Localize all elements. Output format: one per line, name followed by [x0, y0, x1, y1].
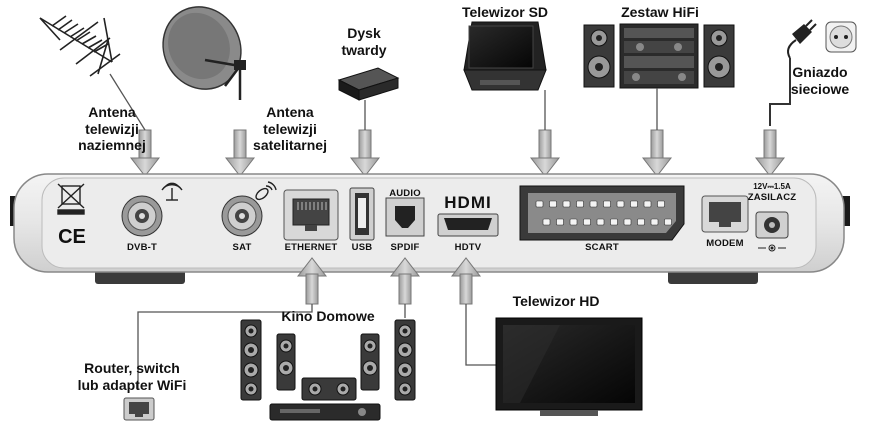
modem-port: [701, 195, 749, 233]
tv-hd-icon: [495, 317, 643, 416]
label-port-spdif: SPDIF: [390, 242, 420, 253]
tv-sd-icon: [463, 21, 547, 91]
router-port-icon: [123, 397, 155, 421]
arrow-usb: [350, 129, 380, 177]
arrow-scart-tv: [530, 129, 560, 177]
terrestrial-antenna-icon: [39, 15, 121, 77]
label-port-modem: MODEM: [706, 238, 744, 249]
label-port-hdtv: HDTV: [454, 242, 482, 253]
label-port-scart: SCART: [585, 242, 619, 253]
hifi-system-icon: [583, 23, 735, 89]
scart-port: [519, 185, 685, 241]
satellite-dish-icon: [162, 6, 246, 100]
satellite-signal-icon: [255, 181, 277, 201]
label-router: Router, switch lub adapter WiFi: [77, 360, 187, 393]
hdmi-port: [437, 213, 499, 237]
hdmi-logo: HDMI: [444, 193, 492, 212]
label-port-dvbt: DVB-T: [126, 242, 158, 253]
label-antenna-satellite: Antena telewizji satelitarnej: [253, 104, 327, 154]
label-power-rating: 12V⎓1.5A: [753, 182, 791, 191]
label-port-power: ZASILACZ: [747, 192, 797, 203]
ce-mark: CE: [58, 226, 86, 248]
spdif-port: [385, 197, 425, 237]
polarity-symbol-icon: [758, 244, 786, 252]
label-home-theater: Kino Domowe: [281, 308, 375, 324]
power-socket-icon: [825, 21, 857, 53]
label-tv-hd: Telewizor HD: [512, 293, 600, 309]
arrow-scart-hifi: [642, 129, 672, 177]
dvbt-connector: [121, 195, 163, 237]
power-plug-icon: [787, 19, 817, 59]
arrow-power: [755, 129, 785, 177]
terrestrial-signal-icon: [161, 182, 183, 201]
label-hifi: Zestaw HiFi: [621, 4, 699, 20]
power-cable: [769, 58, 791, 126]
label-antenna-terrestrial: Antena telewizji naziemnej: [78, 104, 146, 154]
usb-port: [349, 187, 375, 241]
home-theater-icon: [240, 319, 416, 421]
sat-connector: [221, 195, 263, 237]
label-power-socket: Gniazdo sieciowe: [790, 64, 850, 97]
label-port-usb: USB: [351, 242, 373, 253]
label-port-audio: AUDIO: [389, 188, 421, 199]
hard-drive-icon: [337, 67, 400, 101]
label-port-ethernet: ETHERNET: [284, 242, 338, 253]
power-jack: [755, 211, 789, 239]
weee-bin-icon: [57, 183, 85, 215]
label-tv-sd: Telewizor SD: [461, 4, 549, 20]
label-port-sat: SAT: [232, 242, 252, 253]
ethernet-port: [283, 189, 339, 241]
label-hard-drive: Dysk twardy: [341, 25, 387, 58]
